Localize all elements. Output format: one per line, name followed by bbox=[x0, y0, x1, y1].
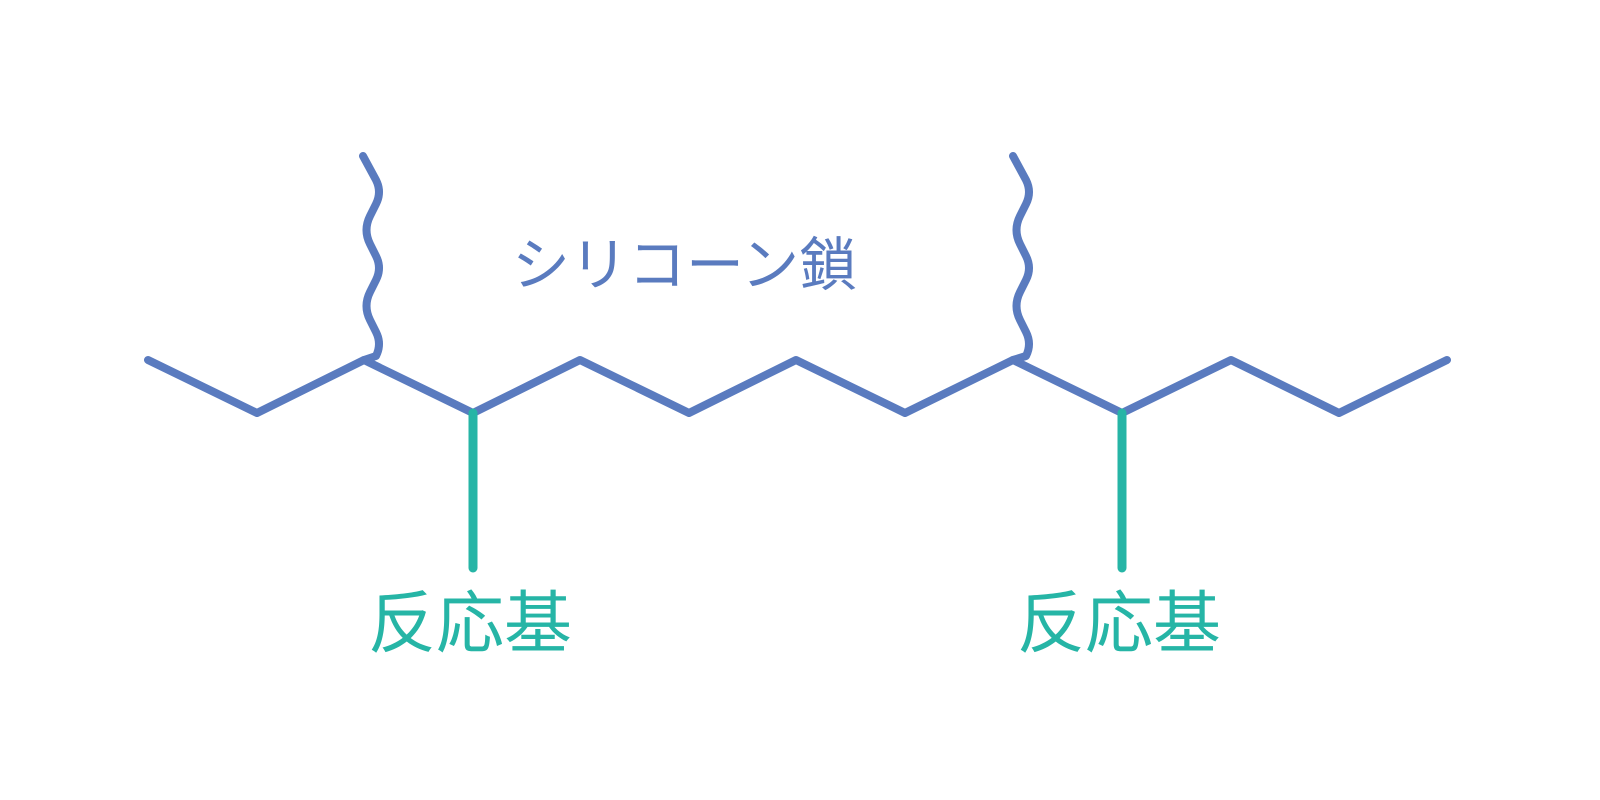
silicone-side-chain-left bbox=[359, 152, 383, 364]
silicone-chain-label: シリコーン鎖 bbox=[512, 231, 857, 299]
silicone-side-chain-right bbox=[1009, 152, 1033, 364]
reactive-group-label-left: 反応基 bbox=[368, 585, 572, 664]
backbone-chain bbox=[144, 356, 1451, 417]
reactive-group-label-right: 反応基 bbox=[1017, 585, 1221, 664]
